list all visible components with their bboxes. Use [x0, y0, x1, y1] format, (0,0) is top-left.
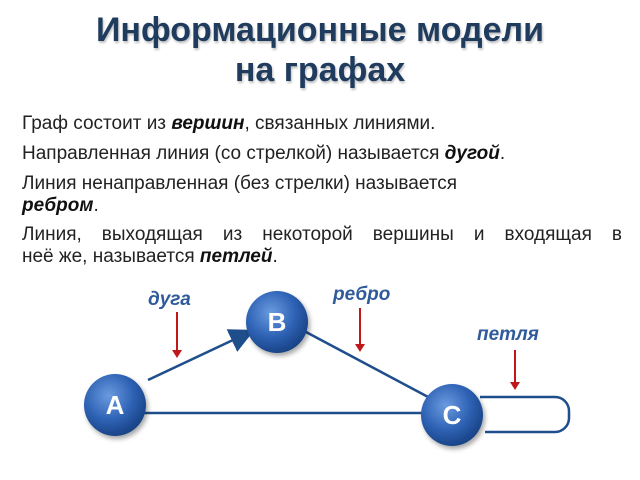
loop-c [480, 395, 571, 434]
paragraph-loop-definition: Линия, выходящая из некоторой вершины и … [22, 224, 622, 268]
p1-term-vertices: вершин [171, 113, 245, 134]
node-c-label: C [443, 400, 462, 430]
graph-diagram: дуга ребро петля B A C [84, 284, 571, 446]
p3-text: Линия ненаправленная (без стрелки) назыв… [22, 173, 458, 194]
p4-text-line1: Линия, выходящая из некоторой вершины и … [22, 224, 622, 245]
label-edge: ребро [332, 284, 390, 305]
paragraph-graph-definition: Граф состоит из вершин, связанных линиям… [22, 113, 622, 135]
arc-a-b [147, 329, 255, 382]
pointer-arrow-edge-head [355, 344, 365, 352]
p4-text-line2: неё же, называется [22, 246, 200, 267]
p2-text-end: . [499, 143, 506, 164]
p2-text: Направленная линия (со стрелкой) называе… [22, 143, 445, 164]
node-b-label: B [268, 307, 287, 337]
p3-term-edge: ребром [22, 195, 94, 216]
node-a [84, 374, 146, 436]
p1-text-end: , связанных линиями. [244, 113, 436, 134]
node-a-label: A [106, 390, 125, 420]
pointer-arrow-loop-head [510, 382, 520, 390]
p1-text: Граф состоит из [22, 113, 172, 134]
p4-term-loop: петлей [199, 246, 273, 267]
title-line-1: Информационные модели [95, 11, 545, 49]
node-b [246, 291, 308, 353]
label-loop: петля [477, 324, 539, 345]
slide-title: Информационные модели на графах [0, 10, 640, 90]
node-c [421, 384, 483, 446]
edge-b-c [305, 330, 431, 400]
p3-text-end: . [93, 195, 99, 216]
p4-text-end: . [272, 246, 278, 267]
paragraph-edge-definition: Линия ненаправленная (без стрелки) назыв… [22, 173, 622, 217]
p2-term-arc: дугой [444, 143, 500, 164]
pointer-arrow-arc-head [172, 350, 182, 358]
label-arc: дуга [148, 289, 191, 310]
title-line-2: на графах [234, 51, 406, 89]
paragraph-arc-definition: Направленная линия (со стрелкой) называе… [22, 143, 622, 165]
